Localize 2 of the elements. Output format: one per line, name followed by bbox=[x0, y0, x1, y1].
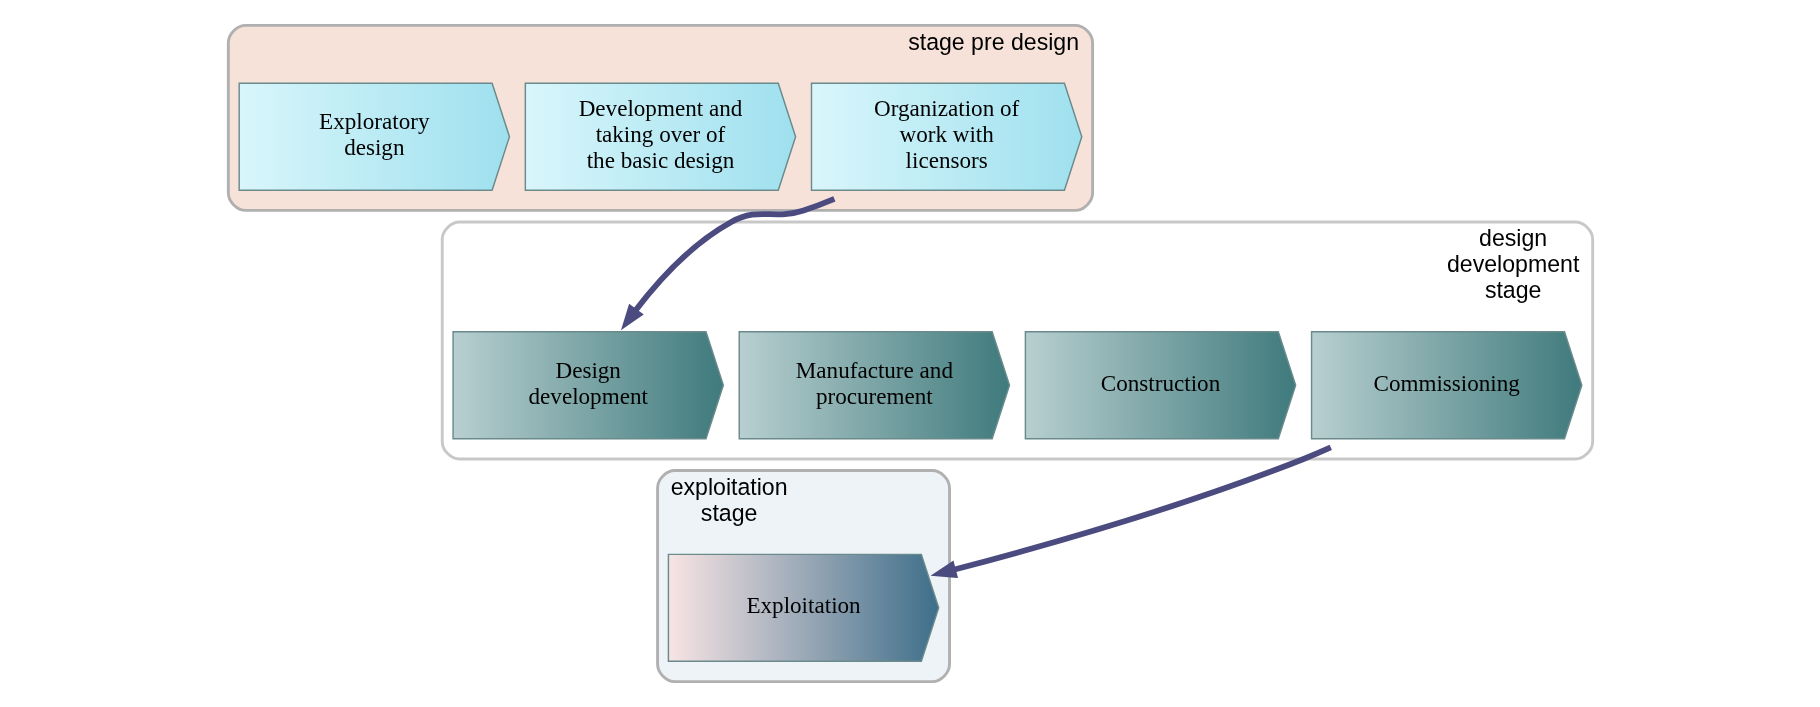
arrow bbox=[930, 444, 1332, 579]
arrow bbox=[620, 196, 835, 331]
